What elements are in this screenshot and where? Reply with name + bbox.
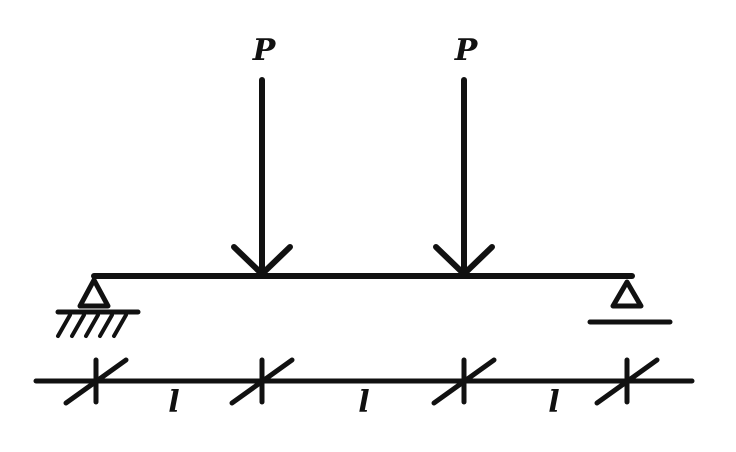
dimension-line	[33, 357, 695, 406]
roller-triangle-icon	[610, 279, 644, 309]
pin-support-left	[55, 277, 141, 338]
span-label-2: l	[358, 385, 369, 420]
arrow-head-icon	[433, 244, 495, 279]
load-arrow-2	[433, 77, 495, 279]
dimension-tick-3	[431, 357, 497, 406]
dimension-tick-4	[594, 357, 660, 406]
ground-hatch-icon	[56, 313, 128, 338]
roller-support-right	[587, 279, 673, 325]
span-label-1: l	[168, 385, 179, 420]
span-label-3: l	[548, 385, 559, 420]
load-arrow-1	[231, 77, 293, 279]
arrow-head-icon	[231, 244, 293, 279]
pin-triangle-icon	[77, 277, 111, 309]
load-label-2: P	[454, 33, 479, 68]
load-label-1: P	[252, 33, 277, 68]
dimension-tick-2	[229, 357, 295, 406]
dimension-tick-1	[63, 357, 129, 406]
